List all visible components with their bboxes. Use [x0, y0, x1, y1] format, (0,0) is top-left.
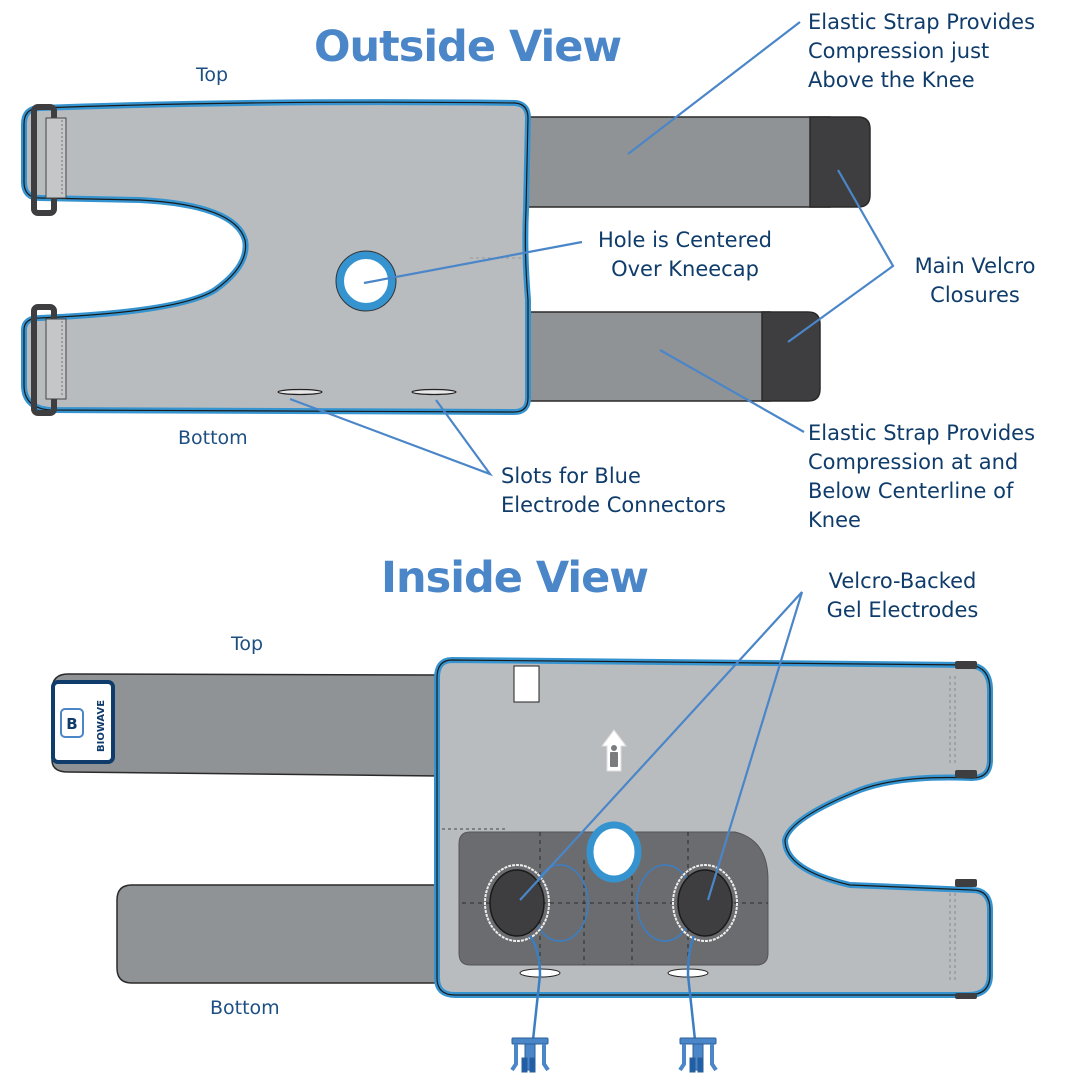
kneecap-hole	[336, 251, 396, 311]
electrode-wires	[528, 935, 697, 1041]
gel-electrode-right	[672, 864, 738, 942]
callout-connector-slots: Slots for Blue Electrode Connectors	[501, 464, 727, 517]
person-up-arrow-icon	[601, 729, 627, 772]
lower-velcro-closure	[761, 311, 821, 402]
outside-view-title: Outside View	[314, 22, 622, 72]
callout-lower-strap: Elastic Strap Provides Compression at an…	[808, 421, 1036, 532]
inside-bottom-strap	[116, 884, 441, 984]
upper-velcro-closure	[809, 116, 871, 208]
logo-wordmark: BIOWAVE	[96, 700, 107, 752]
electrode-connector-left	[510, 1037, 550, 1073]
logo-letter: B	[66, 715, 77, 733]
lower-buckle	[31, 304, 67, 416]
lower-elastic-strap	[519, 311, 821, 402]
inside-leader-lines	[519, 591, 804, 901]
outside-leader-lines	[289, 21, 895, 477]
electrode-connector-right	[678, 1037, 718, 1073]
outside-brace-body	[21, 99, 532, 416]
outside-bottom-label: Bottom	[178, 427, 248, 449]
connector-slot-left	[277, 388, 323, 396]
callout-gel-electrodes: Velcro-Backed Gel Electrodes	[826, 569, 979, 622]
inside-kneecap-hole	[586, 821, 642, 883]
outside-view-brace	[21, 99, 871, 416]
callout-kneecap-hole: Hole is Centered Over Kneecap	[598, 228, 772, 281]
inside-view-title: Inside View	[381, 553, 649, 603]
connector-slot-right	[411, 388, 457, 396]
upper-buckle	[31, 104, 67, 216]
inside-bottom-label: Bottom	[210, 997, 280, 1019]
inside-top-label: Top	[231, 633, 264, 655]
white-tab	[513, 665, 540, 703]
outside-top-label: Top	[196, 64, 229, 86]
biowave-logo: B BIOWAVE	[51, 680, 115, 764]
gel-electrode-left	[484, 864, 550, 942]
upper-elastic-strap	[519, 116, 871, 208]
callout-upper-strap: Elastic Strap Provides Compression just …	[808, 10, 1036, 92]
inside-view-brace: B BIOWAVE	[51, 656, 993, 1073]
callout-velcro-closures: Main Velcro Closures	[914, 254, 1036, 307]
